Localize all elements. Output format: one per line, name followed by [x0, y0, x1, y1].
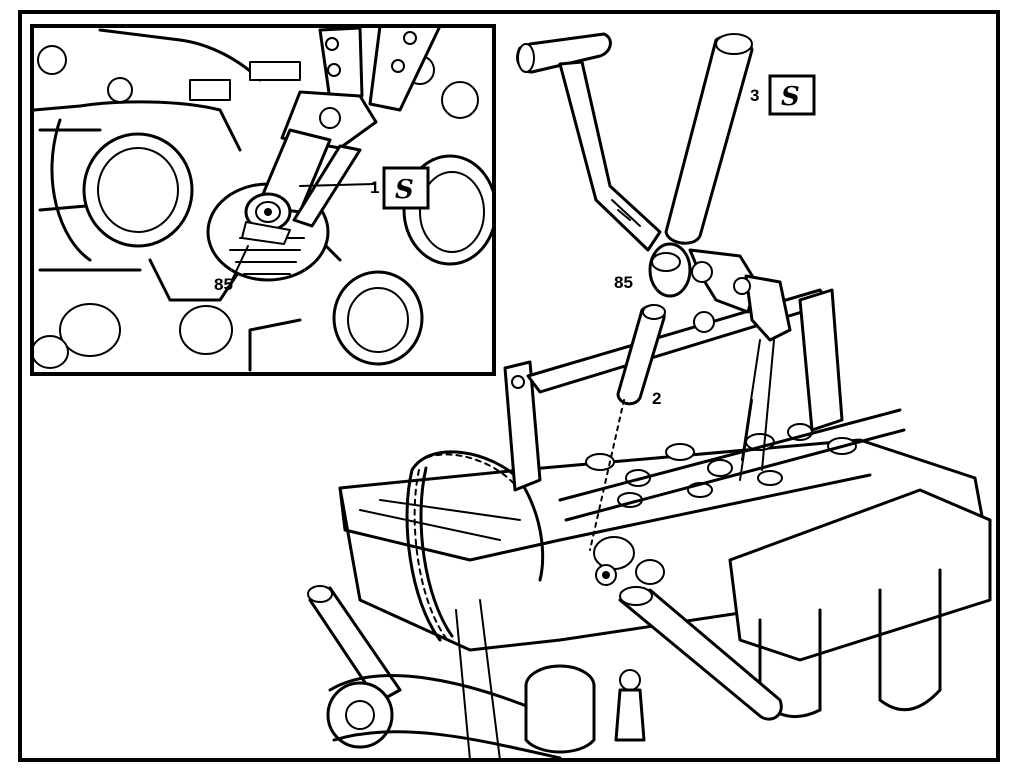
callout-3: 3: [750, 86, 759, 105]
detail-inset: 85 1 S: [30, 24, 496, 376]
callout-85-inset: 85: [214, 275, 233, 294]
special-tool-icon: S: [781, 82, 800, 112]
intake-manifold: [728, 488, 992, 719]
tool-symbol-box-main: [768, 74, 816, 116]
injector-tube: [618, 586, 783, 721]
cylinder-head: [338, 423, 992, 652]
pusher-tool-2: [589, 304, 666, 551]
camshaft: [558, 408, 906, 586]
main-illustration: [307, 32, 992, 761]
callout-2: 2: [652, 389, 661, 408]
lever-tool-3: [516, 32, 792, 481]
valve-keeper-85-main: [648, 242, 692, 298]
callout-1: 1: [370, 178, 379, 197]
special-tool-icon: S: [395, 175, 414, 205]
outer-frame: [18, 10, 1000, 762]
tool-symbol-box-inset: [382, 166, 430, 210]
front-accessories: [307, 585, 646, 761]
inset-artwork: [34, 28, 492, 372]
callout-85-main: 85: [614, 273, 633, 292]
main-callouts: 3 S 85 2: [614, 74, 816, 408]
